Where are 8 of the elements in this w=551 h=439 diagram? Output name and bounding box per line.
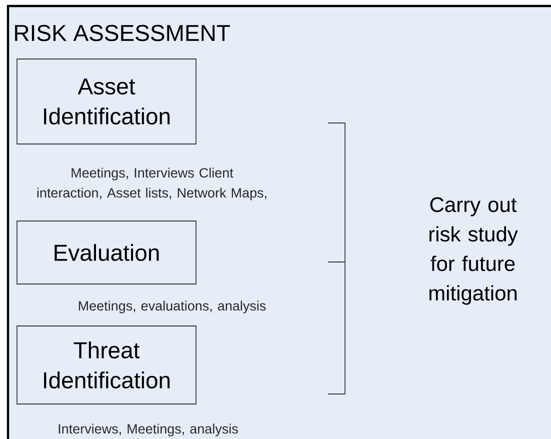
note: Interviews, Meetings, analysis [58, 424, 238, 436]
process-box: Threat Identification [16, 326, 196, 404]
note: Meetings, Interviews Client interaction, Asset lists, Network Maps, [37, 168, 266, 200]
title: RISK ASSESSMENT [15, 24, 230, 42]
process-box: Asset Identification [16, 58, 196, 144]
side-note: Carry out risk study for future mitigation [429, 197, 518, 305]
note: Meetings, evaluations, analysis [78, 300, 266, 314]
process-box: Evaluation [16, 220, 196, 284]
